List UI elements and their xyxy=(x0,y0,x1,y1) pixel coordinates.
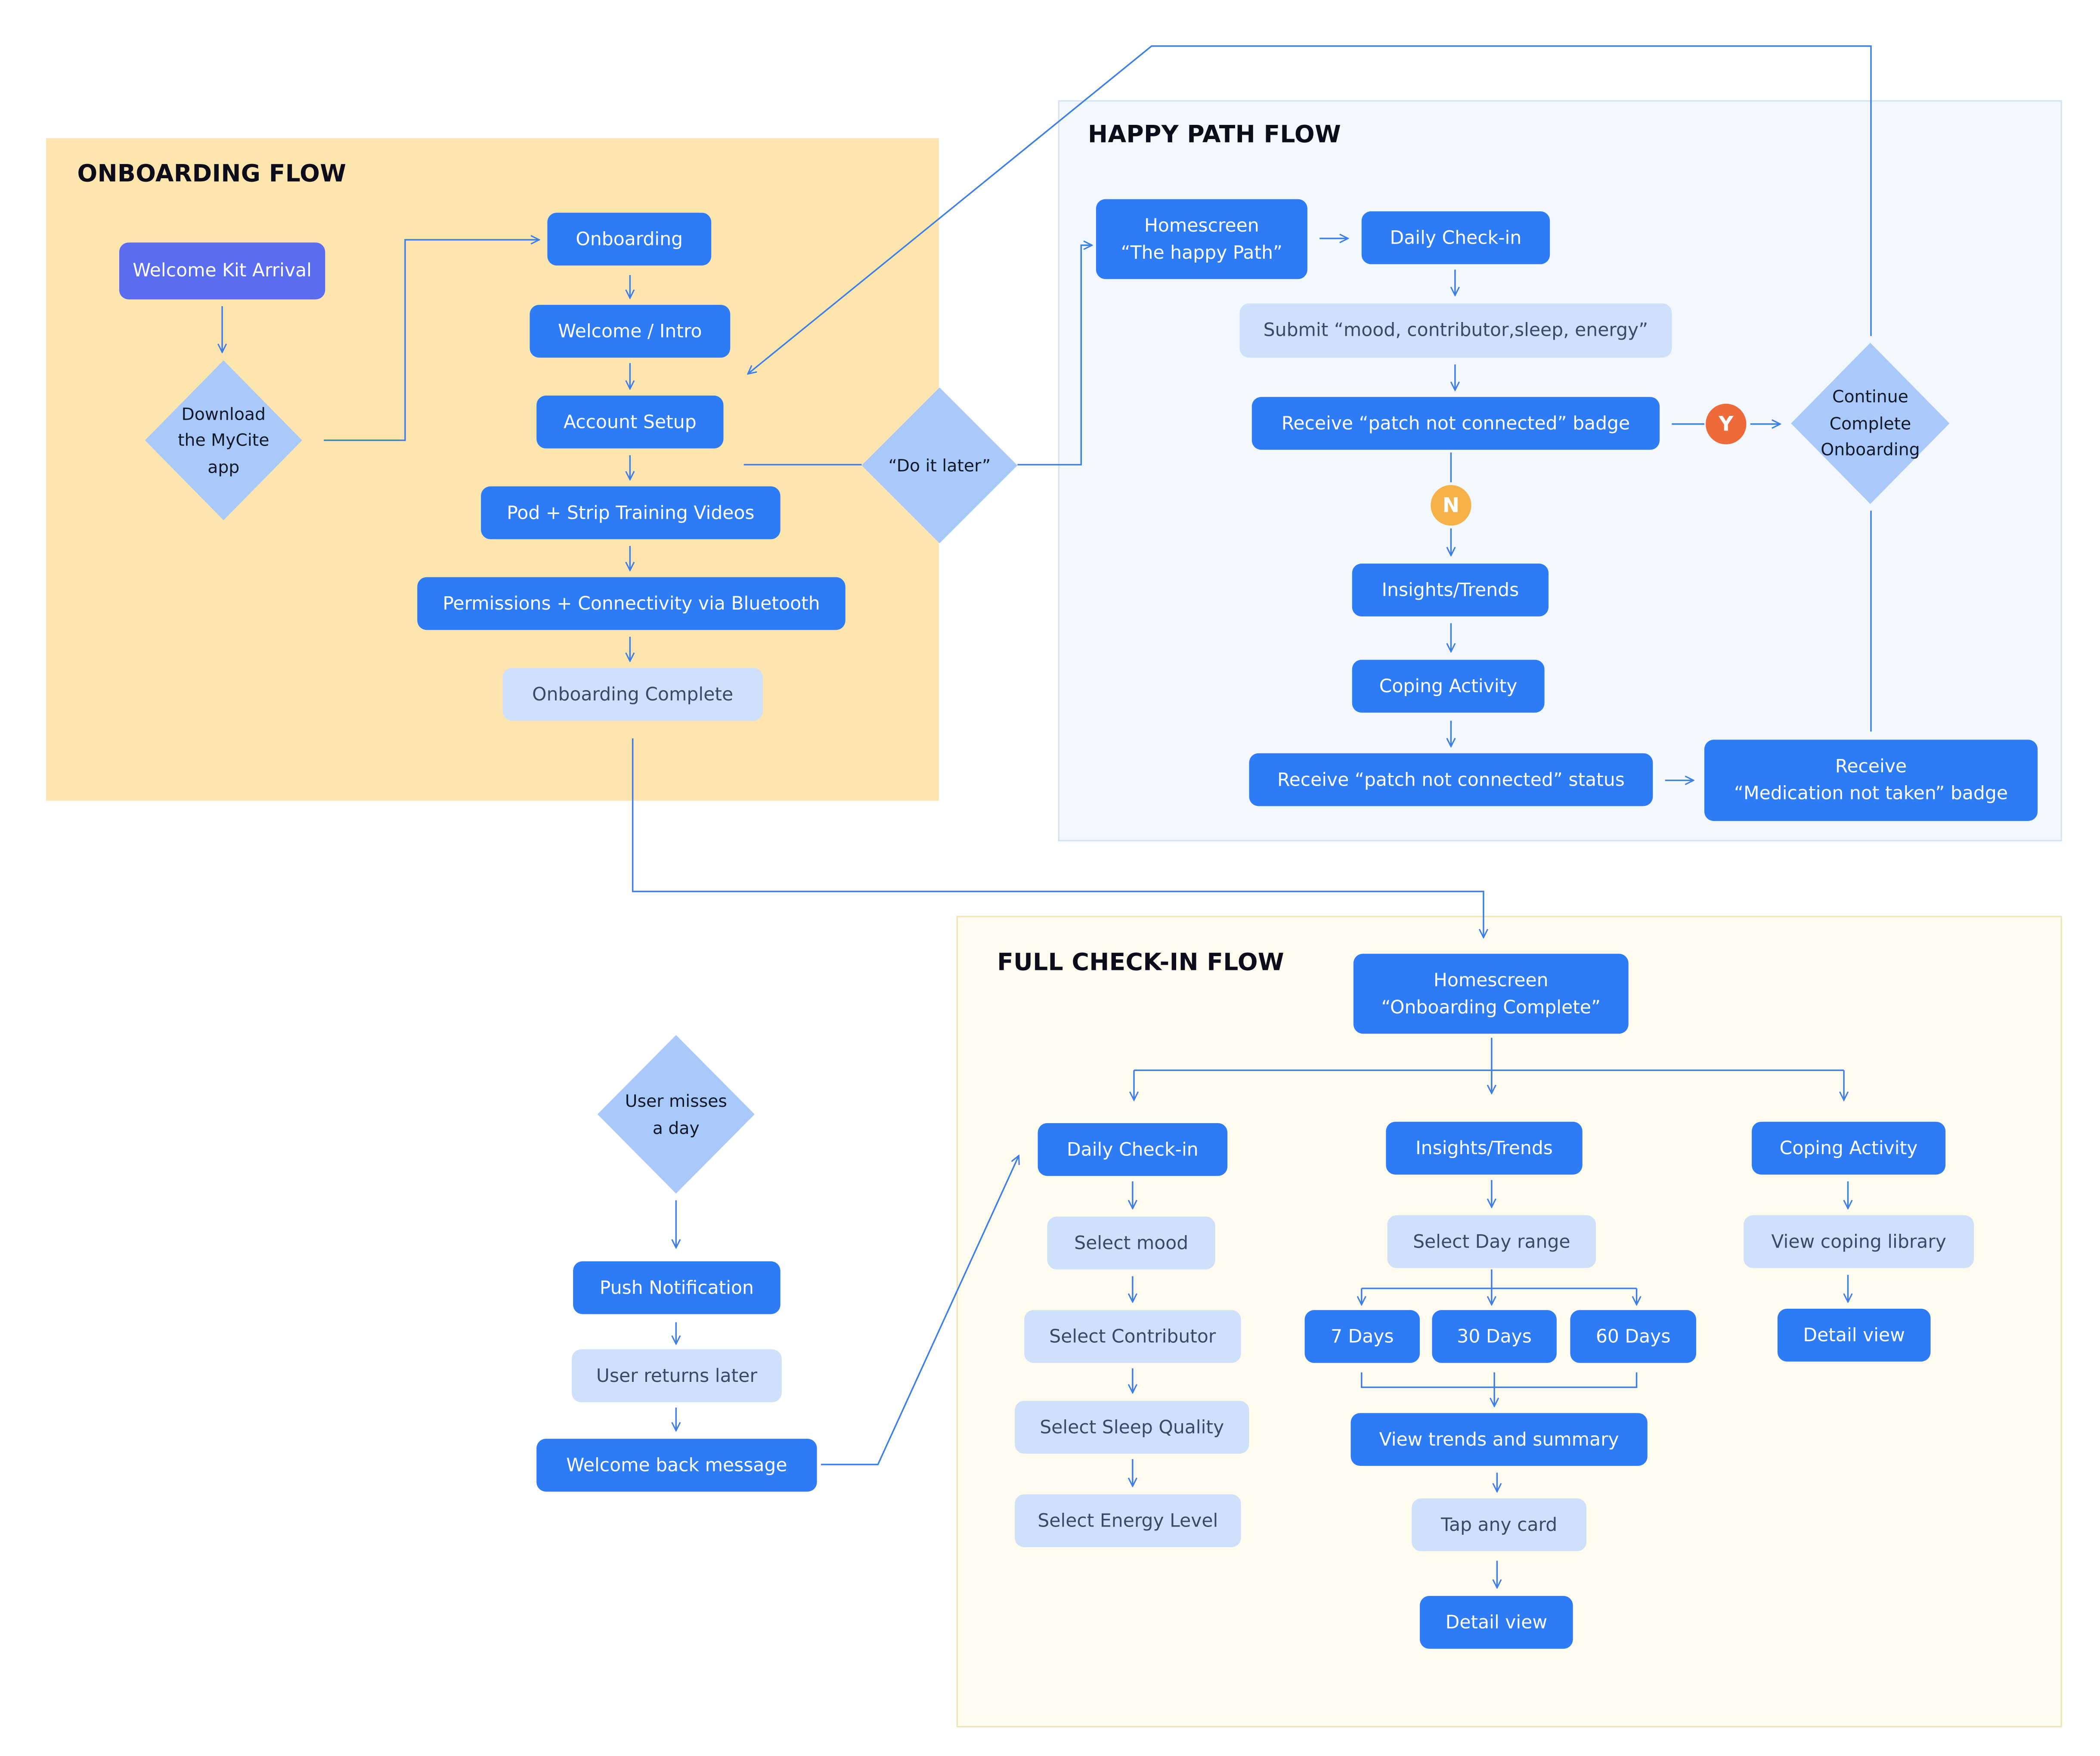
connector-continue-back-to-account xyxy=(748,45,1872,374)
onboarding-node: Onboarding xyxy=(547,213,712,266)
download-app-label: Download the MyCite app xyxy=(178,403,269,477)
coping-detail-view-node: Detail view xyxy=(1777,1309,1931,1362)
range-30-days-node: 30 Days xyxy=(1432,1310,1557,1363)
user-misses-day-label: User misses a day xyxy=(625,1090,727,1137)
continue-onboarding-decision: Continue Complete Onboarding xyxy=(1791,343,1950,504)
connector-welcome-back-to-daily xyxy=(821,1155,1019,1465)
full-checkin-flow-title: FULL CHECK-IN FLOW xyxy=(997,950,1284,977)
diamond-shape xyxy=(145,360,302,520)
full-daily-checkin-node: Daily Check-in xyxy=(1038,1123,1228,1176)
yes-badge: Y xyxy=(1706,403,1747,445)
permissions-connectivity-node: Permissions + Connectivity via Bluetooth xyxy=(417,577,846,630)
select-energy-level-node: Select Energy Level xyxy=(1015,1494,1241,1547)
connector-do-it-later-to-homescreen xyxy=(1017,245,1092,466)
diamond-shape xyxy=(597,1035,755,1194)
onboarding-flow-title: ONBOARDING FLOW xyxy=(77,161,347,189)
homescreen-onboarding-complete-node: Homescreen “Onboarding Complete” xyxy=(1353,954,1629,1034)
connector-range-branch xyxy=(1361,1269,1637,1289)
welcome-back-message-node: Welcome back message xyxy=(536,1439,817,1492)
select-mood-node: Select mood xyxy=(1047,1217,1215,1270)
diamond-shape xyxy=(861,387,1018,543)
account-setup-node: Account Setup xyxy=(536,395,724,449)
medication-not-taken-badge-node: Receive “Medication not taken” badge xyxy=(1704,740,2038,821)
welcome-kit-arrival-node: Welcome Kit Arrival xyxy=(119,242,325,300)
full-coping-activity-node: Coping Activity xyxy=(1752,1121,1946,1175)
range-7-days-node: 7 Days xyxy=(1304,1310,1420,1363)
range-60-days-node: 60 Days xyxy=(1570,1310,1697,1363)
connector-download-to-onboarding xyxy=(324,240,539,441)
happy-path-flow-title: HAPPY PATH FLOW xyxy=(1088,122,1341,149)
tap-any-card-node: Tap any card xyxy=(1412,1498,1587,1552)
insights-detail-view-node: Detail view xyxy=(1420,1596,1573,1649)
select-contributor-node: Select Contributor xyxy=(1024,1310,1241,1363)
welcome-intro-node: Welcome / Intro xyxy=(530,305,731,358)
user-misses-day-decision: User misses a day xyxy=(597,1035,755,1194)
homescreen-happy-path-node: Homescreen “The happy Path” xyxy=(1096,199,1307,279)
submit-checkin-node: Submit “mood, contributor,sleep, energy” xyxy=(1239,303,1672,358)
connector-complete-to-full-homescreen xyxy=(632,738,1484,938)
no-badge: N xyxy=(1431,485,1471,526)
onboarding-complete-node: Onboarding Complete xyxy=(502,668,763,721)
select-sleep-quality-node: Select Sleep Quality xyxy=(1015,1400,1249,1454)
view-coping-library-node: View coping library xyxy=(1744,1215,1974,1268)
do-it-later-decision: “Do it later” xyxy=(861,387,1018,543)
push-notification-node: Push Notification xyxy=(573,1261,781,1314)
happy-daily-checkin-node: Daily Check-in xyxy=(1361,211,1550,264)
continue-onboarding-label: Continue Complete Onboarding xyxy=(1821,386,1920,460)
do-it-later-label: “Do it later” xyxy=(888,455,991,475)
full-insights-trends-node: Insights/Trends xyxy=(1386,1121,1583,1175)
user-returns-later-node: User returns later xyxy=(572,1349,782,1403)
patch-not-connected-status-node: Receive “patch not connected” status xyxy=(1249,753,1653,806)
happy-insights-trends-node: Insights/Trends xyxy=(1352,564,1549,616)
download-app-decision: Download the MyCite app xyxy=(145,360,302,520)
view-trends-summary-node: View trends and summary xyxy=(1350,1413,1648,1466)
happy-coping-activity-node: Coping Activity xyxy=(1352,660,1545,713)
select-day-range-node: Select Day range xyxy=(1387,1215,1596,1268)
connector-days-merge xyxy=(1361,1372,1638,1388)
diamond-shape xyxy=(1791,343,1950,504)
patch-not-connected-badge-node: Receive “patch not connected” badge xyxy=(1251,397,1660,450)
training-videos-node: Pod + Strip Training Videos xyxy=(481,486,781,539)
